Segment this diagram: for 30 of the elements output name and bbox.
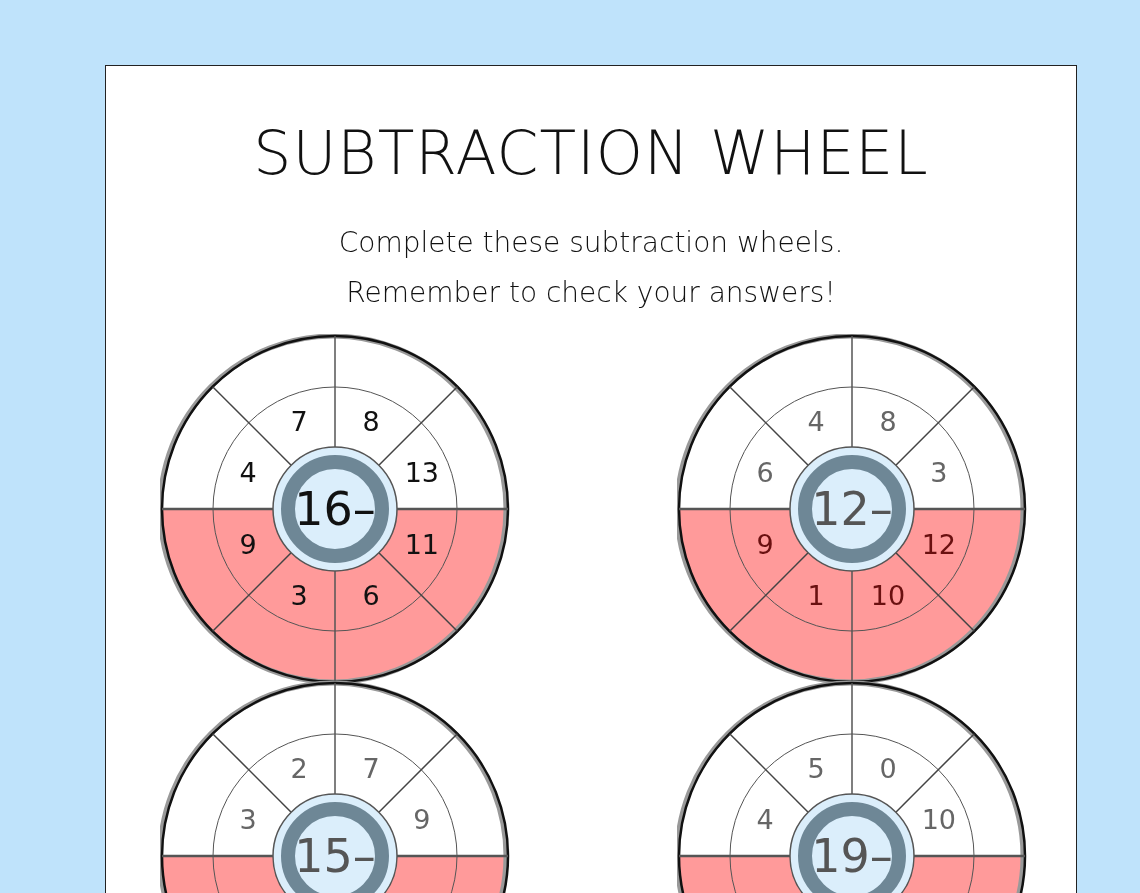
instructions-text: Complete these subtraction wheels. Remember to check your answers! <box>337 225 845 311</box>
number-to-subtract: 5 <box>796 752 836 787</box>
number-to-subtract: 3 <box>279 578 319 613</box>
number-to-subtract: 13 <box>401 456 442 490</box>
number-to-subtract: 2 <box>279 752 319 787</box>
number-to-subtract: 7 <box>279 405 319 440</box>
number-to-subtract: 9 <box>401 803 442 837</box>
number-to-subtract: 0 <box>867 752 908 787</box>
number-to-subtract: 12 <box>918 527 959 562</box>
worksheet-title: SUBTRACTION WHEEL <box>252 118 930 188</box>
number-to-subtract: 9 <box>228 527 269 562</box>
starting-number: 12– <box>811 484 893 534</box>
number-to-subtract: 9 <box>745 527 786 562</box>
number-to-subtract: 10 <box>867 578 908 613</box>
number-to-subtract: 8 <box>867 405 908 440</box>
number-to-subtract: 6 <box>350 578 391 613</box>
number-to-subtract: 3 <box>228 803 269 837</box>
number-to-subtract: 4 <box>228 456 269 490</box>
number-to-subtract: 7 <box>350 752 391 787</box>
number-to-subtract: 1 <box>796 578 836 613</box>
starting-number: 16– <box>294 484 376 534</box>
number-to-subtract: 4 <box>745 803 786 837</box>
number-to-subtract: 8 <box>350 405 391 440</box>
starting-number: 15– <box>294 831 376 881</box>
number-to-subtract: 4 <box>796 405 836 440</box>
number-to-subtract: 10 <box>918 803 959 837</box>
number-to-subtract: 3 <box>918 456 959 490</box>
starting-number: 19– <box>811 831 893 881</box>
number-to-subtract: 6 <box>745 456 786 490</box>
number-to-subtract: 11 <box>401 527 442 562</box>
